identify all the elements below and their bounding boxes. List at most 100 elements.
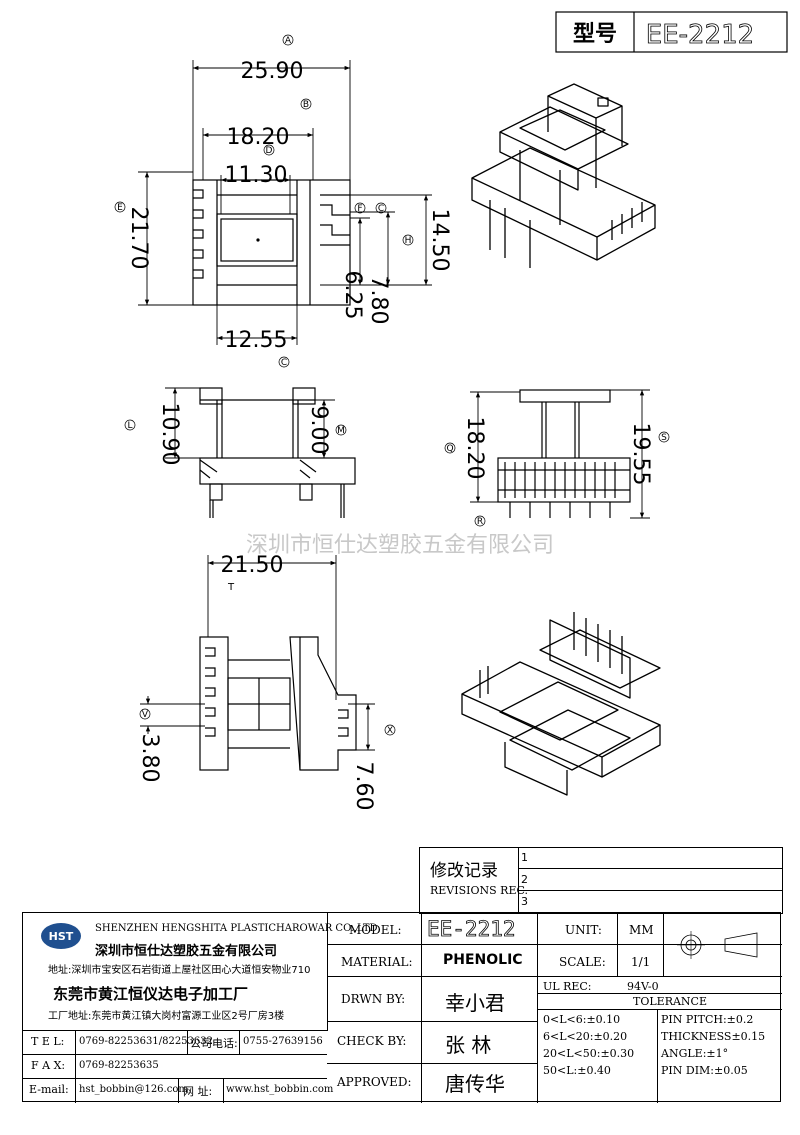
web-value: www.hst_bobbin.com <box>226 1084 334 1095</box>
drawn-value: 幸小君 <box>445 991 505 1015</box>
ul-value: 94V-0 <box>627 980 659 993</box>
revisions-title-en: REVISIONS REC. <box>430 884 528 897</box>
callout-c1: C <box>378 204 384 214</box>
callout-b: B <box>303 100 309 110</box>
side-view-labels: 18.20 19.55 <box>462 417 653 486</box>
material-value: PHENOLIC <box>443 952 523 968</box>
callout-s: S <box>661 433 667 443</box>
callout-d: D <box>266 146 273 156</box>
dim-s-label: 19.55 <box>628 423 653 486</box>
dim-m-label: 9.00 <box>306 406 331 455</box>
rev-mark-1: 1 <box>521 851 528 864</box>
spec-panel: MODEL: EE-2212 MATERIAL: PHENOLIC DRWN B… <box>327 913 782 1103</box>
dim-c-label: 7.80 <box>366 276 391 325</box>
company-phone-label: 公司电话: <box>190 1037 238 1050</box>
projection-symbol <box>677 931 758 959</box>
contacts-panel: T E L: 0769-82253631/82253632 公司电话: 0755… <box>23 1030 333 1103</box>
drawing-canvas: 型号 EE-2212 25.90 18.20 11.3 <box>114 11 788 810</box>
tol-4: 50<L:±0.40 <box>543 1064 611 1077</box>
email-value: hst_bobbin@126.com <box>79 1084 188 1095</box>
dim-v-label: 3.80 <box>137 734 162 783</box>
top-view-labels: 25.90 18.20 11.30 12.55 21.70 14.50 6.25… <box>126 59 452 353</box>
approved-value: 唐传华 <box>445 1072 505 1096</box>
email-label: E-mail: <box>29 1083 69 1096</box>
factory-address: 工厂地址:东莞市黄江镇大岗村富源工业区2号厂房3楼 <box>48 1011 285 1022</box>
dim-x-label: 7.60 <box>351 762 376 811</box>
callout-r: R <box>477 517 483 527</box>
tel-value: 0769-82253631/82253632 <box>79 1036 213 1047</box>
callout-c2: C <box>281 358 287 368</box>
tolerance-label: TOLERANCE <box>633 995 707 1008</box>
bottom-view-labels: 21.50 3.80 7.60 <box>137 553 376 810</box>
dim-l-label: 10.90 <box>157 403 182 466</box>
model-label: MODEL: <box>349 923 402 937</box>
front-view-dims <box>165 387 335 459</box>
dim-f-label: 6.25 <box>340 271 365 320</box>
tol2-2: THICKNESS±0.15 <box>661 1030 766 1043</box>
tel-label: T E L: <box>31 1035 65 1048</box>
tol2-1: PIN PITCH:±0.2 <box>661 1013 754 1026</box>
callout-e: E <box>117 203 123 213</box>
company-name-en: SHENZHEN HENGSHITA PLASTICHAROWAR CO.,LT… <box>95 923 378 934</box>
company-address: 地址:深圳市宝安区石岩街道上屋社区田心大道恒安物业710 <box>48 965 311 976</box>
unit-label: UNIT: <box>565 923 602 937</box>
ul-label: UL REC: <box>543 980 592 993</box>
revisions-title-cn: 修改记录 <box>430 861 498 881</box>
callout-f: F <box>357 204 362 214</box>
iso-view-top <box>471 83 656 268</box>
side-view <box>497 389 631 518</box>
rev-mark-3: 3 <box>521 895 528 908</box>
front-view-labels: 10.90 9.00 <box>157 403 331 466</box>
approved-label: APPROVED: <box>337 1075 412 1089</box>
company-logo: HST <box>41 923 81 949</box>
dim-b-label: 18.20 <box>227 125 290 150</box>
fax-value: 0769-82253635 <box>79 1060 159 1071</box>
front-view-callouts: L M <box>124 419 347 436</box>
callout-q: Q <box>446 444 453 454</box>
watermark: 深圳市恒仕达塑胶五金有限公司 <box>246 533 554 558</box>
model-value: EE-2212 <box>427 917 516 942</box>
tol2-3: ANGLE:±1° <box>661 1047 729 1060</box>
company-panel: HST SHENZHEN HENGSHITA PLASTICHAROWAR CO… <box>23 913 378 1031</box>
scale-label: SCALE: <box>559 955 606 969</box>
header-model: EE-2212 <box>646 20 754 50</box>
callout-x: X <box>387 726 393 736</box>
bottom-view-callouts: T V X <box>139 582 396 736</box>
callout-v: V <box>142 710 149 720</box>
callout-a: A <box>285 36 292 46</box>
side-view-dims <box>470 389 650 519</box>
callout-m: M <box>337 426 345 436</box>
scale-value: 1/1 <box>631 955 651 969</box>
company-phone-value: 0755-27639156 <box>243 1036 323 1047</box>
company-name-cn: 深圳市恒仕达塑胶五金有限公司 <box>95 944 278 959</box>
callout-l: L <box>127 421 132 431</box>
iso-view-bottom <box>461 612 661 796</box>
drawn-label: DRWN BY: <box>341 992 406 1006</box>
rev-mark-2: 2 <box>521 873 528 886</box>
factory-name: 东莞市黄江恒仪达电子加工厂 <box>53 985 249 1003</box>
check-label: CHECK BY: <box>337 1034 407 1048</box>
tol-3: 20<L<50:±0.30 <box>543 1047 635 1060</box>
type-label: 型号 <box>573 22 617 47</box>
material-label: MATERIAL: <box>341 955 413 969</box>
dim-t-label: 21.50 <box>221 553 284 578</box>
callout-h: H <box>405 236 412 246</box>
dim-e-label: 21.70 <box>126 207 151 270</box>
fax-label: F A X: <box>31 1059 66 1072</box>
check-value: 张 林 <box>445 1033 492 1057</box>
top-view-callouts: A B D E F C H C <box>114 34 414 368</box>
bottom-view <box>199 636 357 771</box>
tol-1: 0<L<6:±0.10 <box>543 1013 621 1026</box>
dim-q-label: 18.20 <box>462 417 487 480</box>
model-header: 型号 EE-2212 <box>555 11 788 53</box>
revisions-block: 修改记录 REVISIONS REC. 1 2 3 <box>419 847 783 914</box>
callout-t: T <box>227 582 235 593</box>
tol-2: 6<L<20:±0.20 <box>543 1030 628 1043</box>
dim-a-label: 25.90 <box>241 59 304 84</box>
top-view-dims <box>138 60 432 345</box>
dim-h-label: 14.50 <box>427 209 452 272</box>
side-view-callouts: Q S R <box>444 431 670 527</box>
web-label: 网 址: <box>183 1085 213 1098</box>
top-view <box>192 179 351 306</box>
front-view <box>199 387 356 518</box>
